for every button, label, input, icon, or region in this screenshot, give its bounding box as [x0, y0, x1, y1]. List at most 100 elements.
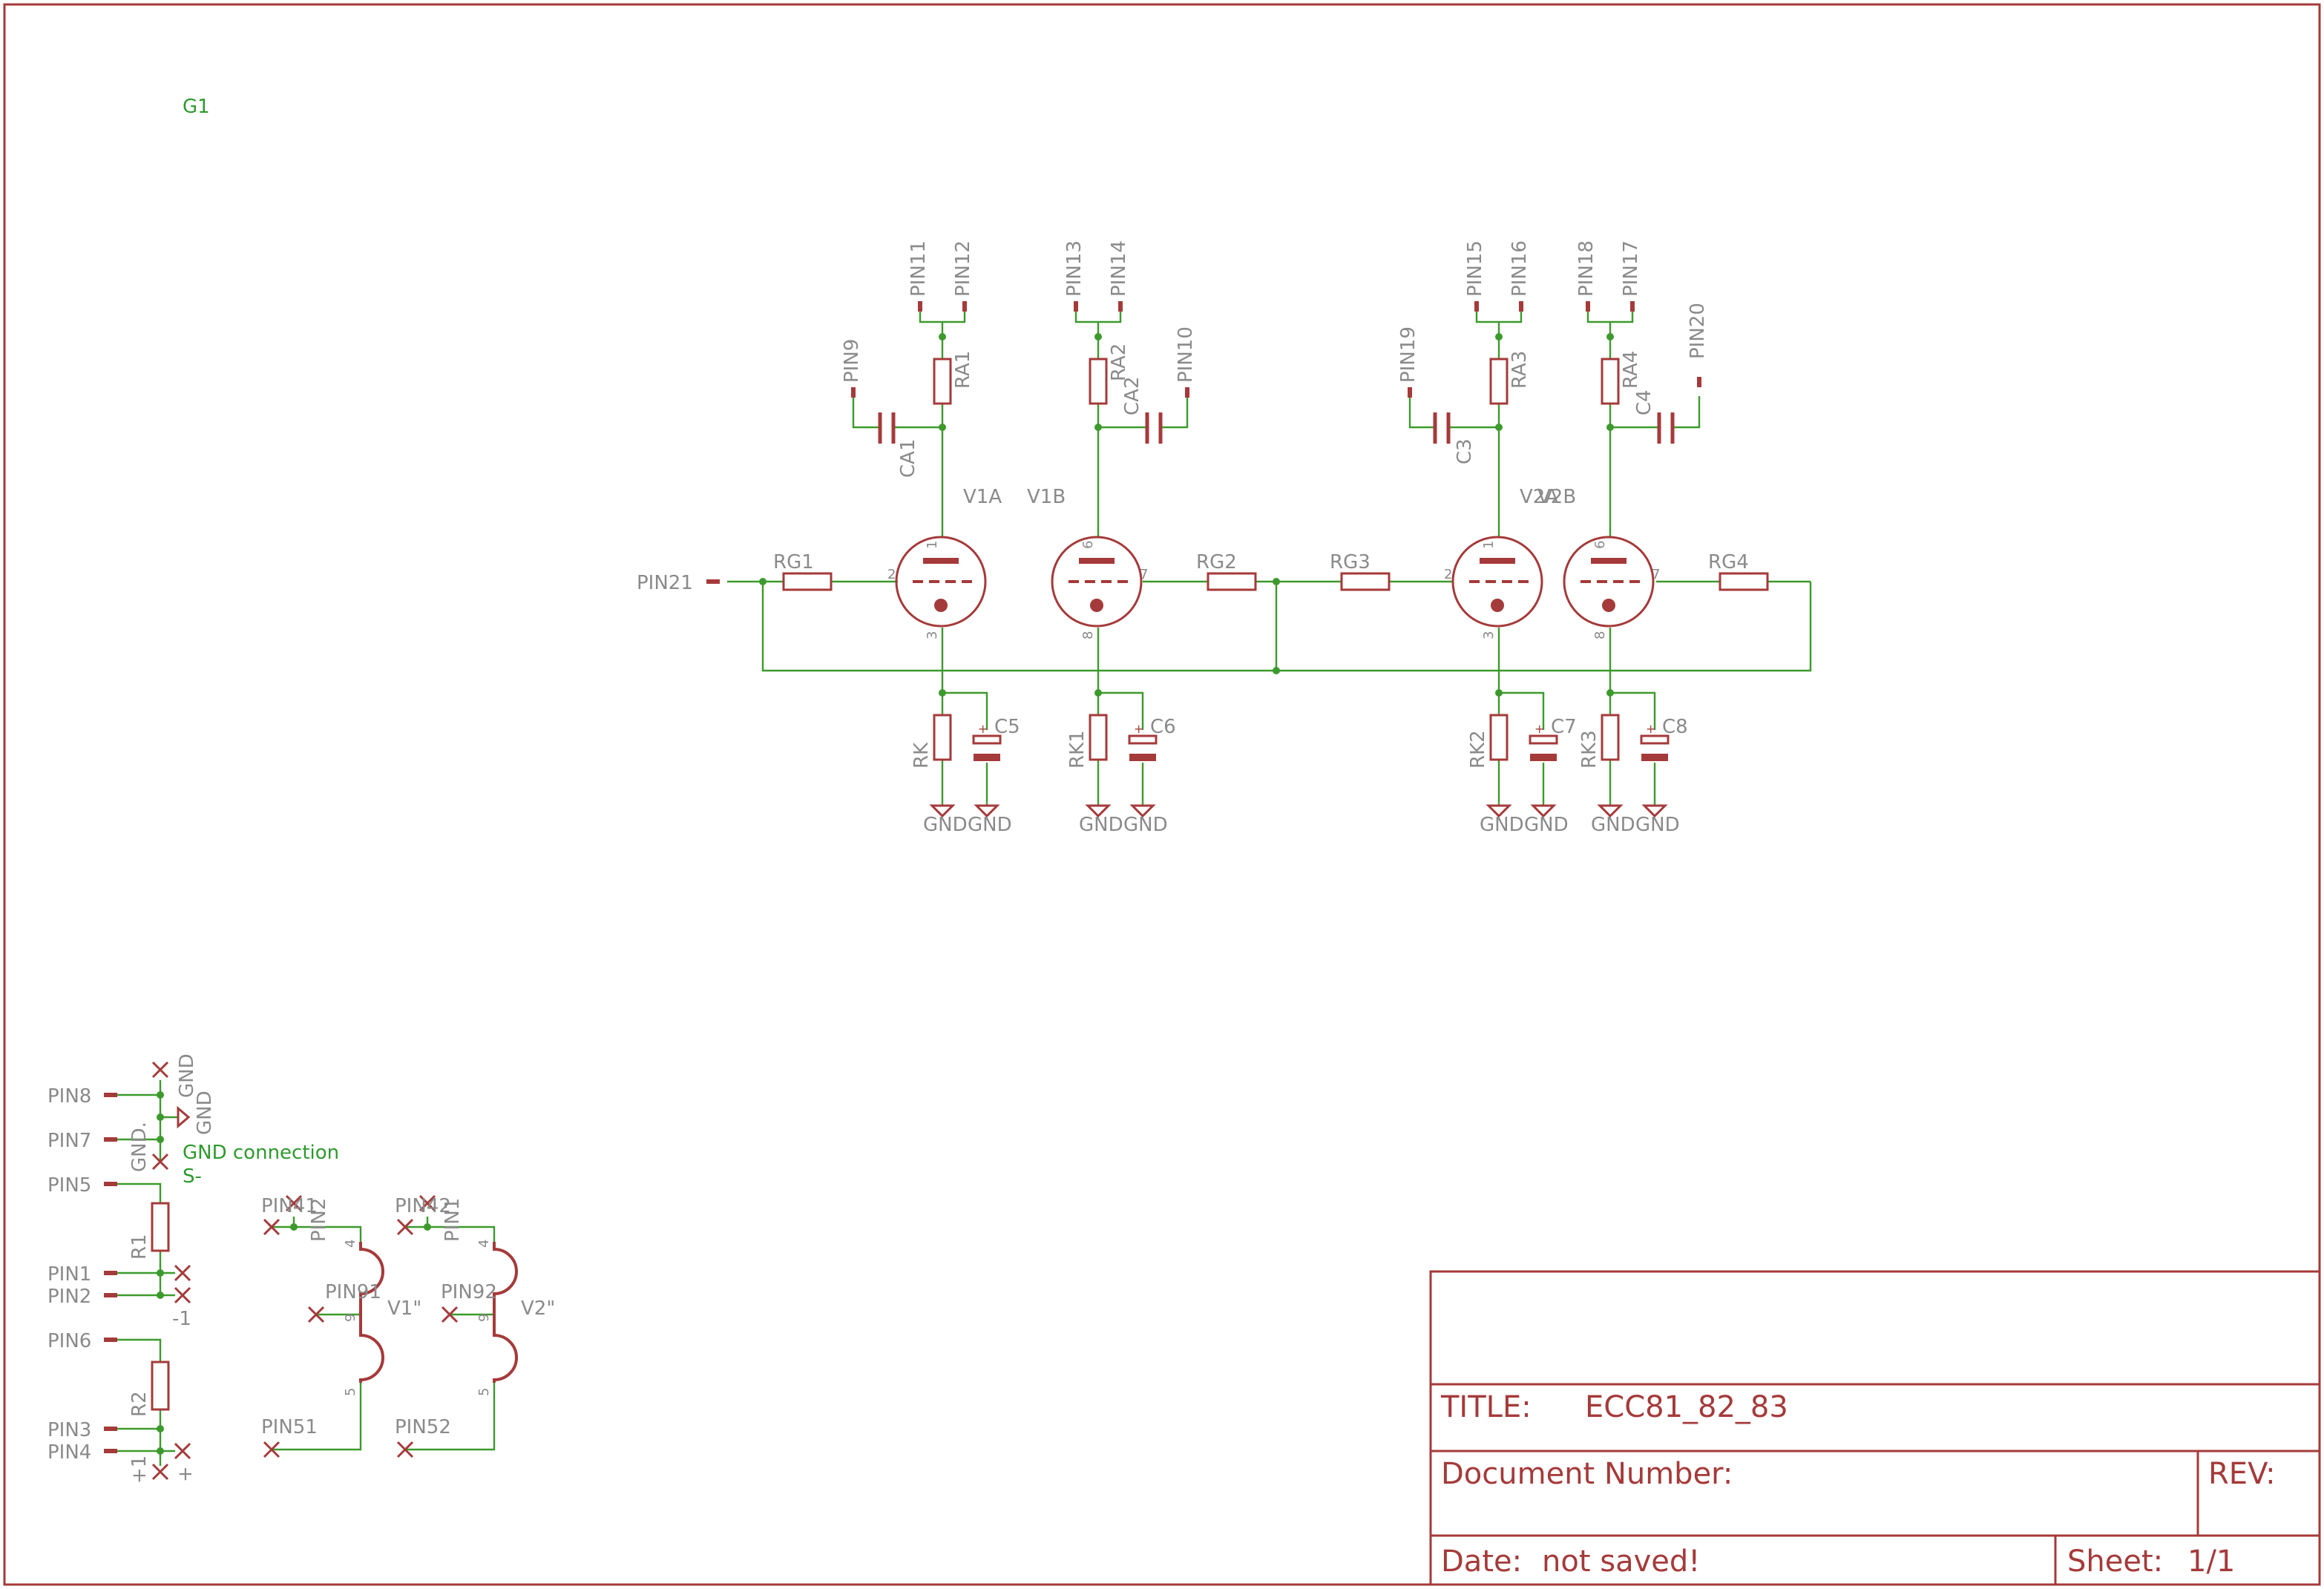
heater-pin-number: 9 — [343, 1314, 358, 1322]
heater-pin-number: 5 — [343, 1388, 358, 1396]
plus1-label: +1 — [128, 1455, 151, 1484]
resistor-label: RK2 — [1467, 730, 1489, 769]
resistor-label: RK3 — [1578, 730, 1601, 769]
revision-label: REV: — [2208, 1457, 2276, 1491]
svg-text:+: + — [1134, 722, 1143, 736]
gnd-connection-note: GND connection — [183, 1142, 339, 1164]
pin-label: PIN41 — [261, 1195, 318, 1217]
title-label: TITLE: — [1440, 1390, 1532, 1424]
ground-label: GND — [176, 1053, 198, 1098]
capacitor-label: CA2 — [1121, 377, 1143, 415]
components — [706, 301, 1769, 761]
resistor-label: R1 — [128, 1234, 151, 1260]
input-pin-label: PIN21 — [637, 572, 693, 594]
pin-label: PIN7 — [47, 1130, 91, 1152]
ground-label: GND — [1524, 814, 1569, 836]
ground-label: GND — [1123, 814, 1168, 836]
tube-label-v1b: V1B — [1027, 486, 1066, 508]
sheet-value: 1/1 — [2187, 1544, 2235, 1579]
pin-label: PIN12 — [952, 240, 974, 297]
plus-label: + — [174, 1466, 197, 1482]
heater-label-v2: V2" — [521, 1297, 555, 1320]
heater-coils — [359, 1242, 518, 1383]
pin-label: PIN2 — [308, 1198, 330, 1242]
pin-label: PIN6 — [47, 1330, 91, 1352]
pin-label: PIN20 — [1687, 303, 1709, 359]
document-number-label: Document Number: — [1441, 1457, 1733, 1491]
svg-text:+: + — [1646, 722, 1655, 736]
pin-label: PIN51 — [261, 1416, 318, 1438]
resistor-label: R2 — [128, 1391, 151, 1417]
pin-label: PIN16 — [1509, 240, 1531, 297]
resistor-label: RA3 — [1509, 351, 1531, 389]
capacitor-label: C4 — [1633, 389, 1655, 415]
minus1-label: -1 — [172, 1308, 191, 1330]
power-dots — [157, 1091, 164, 1455]
tube-v1b — [1051, 536, 1143, 628]
tube-label-v1a: V1A — [963, 486, 1002, 508]
sheet-frame — [3, 3, 2321, 1586]
tube-pin-label: 2 — [887, 567, 896, 582]
date-value: not saved! — [1542, 1544, 1700, 1579]
tube-v2a — [1451, 536, 1543, 628]
ground-symbols — [929, 804, 1668, 818]
capacitor-label: C7 — [1551, 716, 1577, 738]
resistor-label: RK — [910, 742, 933, 769]
pin-label: PIN13 — [1063, 240, 1086, 297]
tube-pin-label: 2 — [1444, 567, 1452, 582]
sheet-label: Sheet: — [2067, 1544, 2163, 1579]
ground-label: GND — [1635, 814, 1680, 836]
pin-label: PIN17 — [1620, 240, 1642, 297]
pin-label: PIN15 — [1464, 240, 1486, 297]
heater-wires — [272, 1217, 496, 1451]
tube-pin-label: 8 — [1080, 631, 1096, 639]
resistor-label: RA2 — [1108, 343, 1130, 381]
ground-label: GND. — [128, 1122, 151, 1172]
heater-pin-number: 5 — [476, 1388, 492, 1396]
pin-label: PIN4 — [47, 1441, 91, 1464]
resistor-label: RA1 — [952, 351, 974, 389]
ground-label: GND — [1591, 814, 1635, 836]
tube-label-v2a: V2A — [1520, 486, 1558, 508]
pin-label: PIN18 — [1575, 240, 1598, 297]
ground-label: GND — [923, 814, 968, 836]
tube-pin-label: 6 — [1080, 541, 1096, 549]
frame-label: G1 — [183, 96, 210, 118]
junction-dots — [759, 333, 1614, 697]
ground-label: GND — [1480, 814, 1524, 836]
resistor-label: RG3 — [1330, 551, 1371, 573]
pin-label: PIN1 — [442, 1198, 464, 1242]
pin-label: PIN52 — [395, 1416, 451, 1438]
pin-label: PIN91 — [325, 1281, 381, 1303]
tube-pin-label: 8 — [1592, 631, 1608, 639]
heater-pin-number: 4 — [343, 1240, 358, 1248]
pin-label: PIN42 — [395, 1195, 451, 1217]
date-label: Date: — [1441, 1544, 1522, 1579]
tube-pin-label: 3 — [1481, 631, 1497, 639]
title-value: ECC81_82_83 — [1585, 1390, 1788, 1424]
pin-label: PIN8 — [47, 1085, 91, 1108]
heater-label-v1: V1" — [387, 1297, 421, 1320]
capacitor-label: C5 — [994, 716, 1020, 738]
heater-pin-number: 4 — [476, 1240, 492, 1248]
power-components — [104, 1093, 191, 1453]
power-wires — [116, 1080, 178, 1466]
capacitor-label: C6 — [1150, 716, 1176, 738]
cathode-capacitors: + + + + — [972, 722, 1670, 761]
pin-label: PIN9 — [841, 339, 863, 383]
resistor-label: RK1 — [1066, 730, 1089, 769]
resistor-label: RA4 — [1620, 351, 1642, 389]
resistor-label: RG1 — [773, 551, 814, 573]
tube-pin-label: 6 — [1592, 541, 1608, 549]
ground-label: GND — [194, 1090, 216, 1135]
pin-label: PIN3 — [47, 1419, 91, 1441]
tube-pin-label: 1 — [1481, 541, 1497, 549]
s-minus-note: S- — [183, 1165, 202, 1188]
pin-label: PIN92 — [441, 1281, 497, 1303]
tube-pin-label: 7 — [1652, 567, 1660, 582]
capacitor-label: C3 — [1454, 438, 1476, 464]
tube-pin-label: 1 — [925, 541, 940, 549]
capacitor-label: C8 — [1662, 716, 1688, 738]
pin-label: PIN14 — [1108, 240, 1130, 297]
pin-label: PIN5 — [47, 1174, 91, 1197]
